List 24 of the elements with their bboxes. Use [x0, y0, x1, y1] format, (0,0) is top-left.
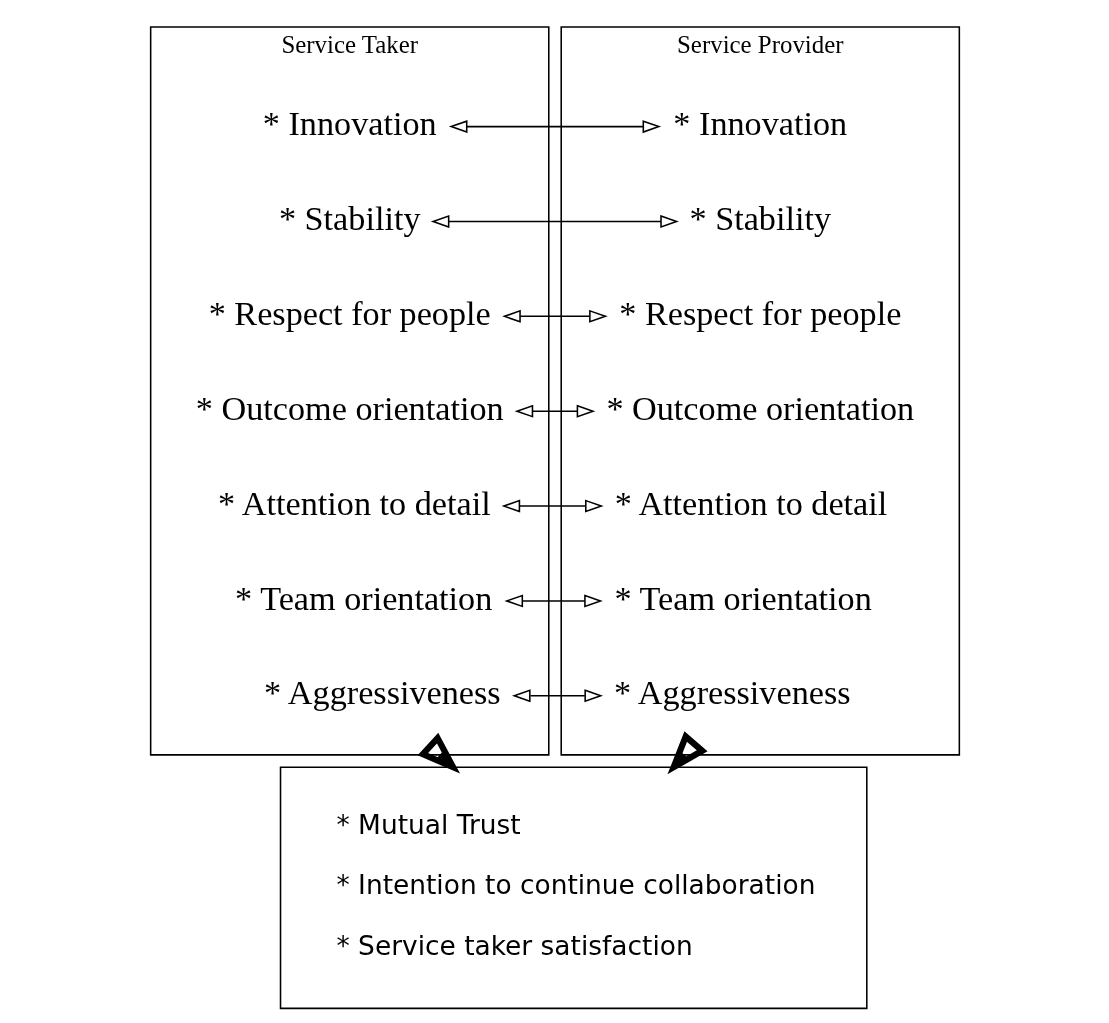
arrow — [417, 732, 460, 774]
node-text: * Aggressiveness — [613, 674, 851, 712]
node-text: * Outcome orientation — [195, 389, 504, 427]
arrow — [430, 214, 679, 228]
arrow — [514, 404, 595, 418]
arrow — [511, 689, 603, 703]
arrow — [501, 499, 604, 513]
node-text: * Stability — [278, 200, 421, 238]
node-text: * Attention to detail — [614, 484, 887, 522]
node-text: * Stability — [688, 200, 831, 238]
node-text: * Respect for people — [618, 295, 901, 333]
node-box: * Mutual Trust * Intention to continue collaboration * Service taker satisfaction — [279, 766, 868, 1010]
node-text: * Team orientation — [614, 579, 872, 617]
node-text: * Innovation — [672, 105, 847, 143]
node-text: * Team orientation — [234, 579, 492, 617]
arrow — [503, 594, 603, 608]
node-text: * Innovation — [262, 105, 437, 143]
node-text: * Respect for people — [208, 295, 491, 333]
arrow — [501, 309, 608, 323]
arrow — [666, 731, 708, 775]
arrow — [448, 120, 661, 134]
node-text: * Attention to detail — [217, 484, 491, 522]
node-text: * Outcome orientation — [605, 389, 914, 427]
node-text: * Aggressiveness — [263, 674, 501, 712]
